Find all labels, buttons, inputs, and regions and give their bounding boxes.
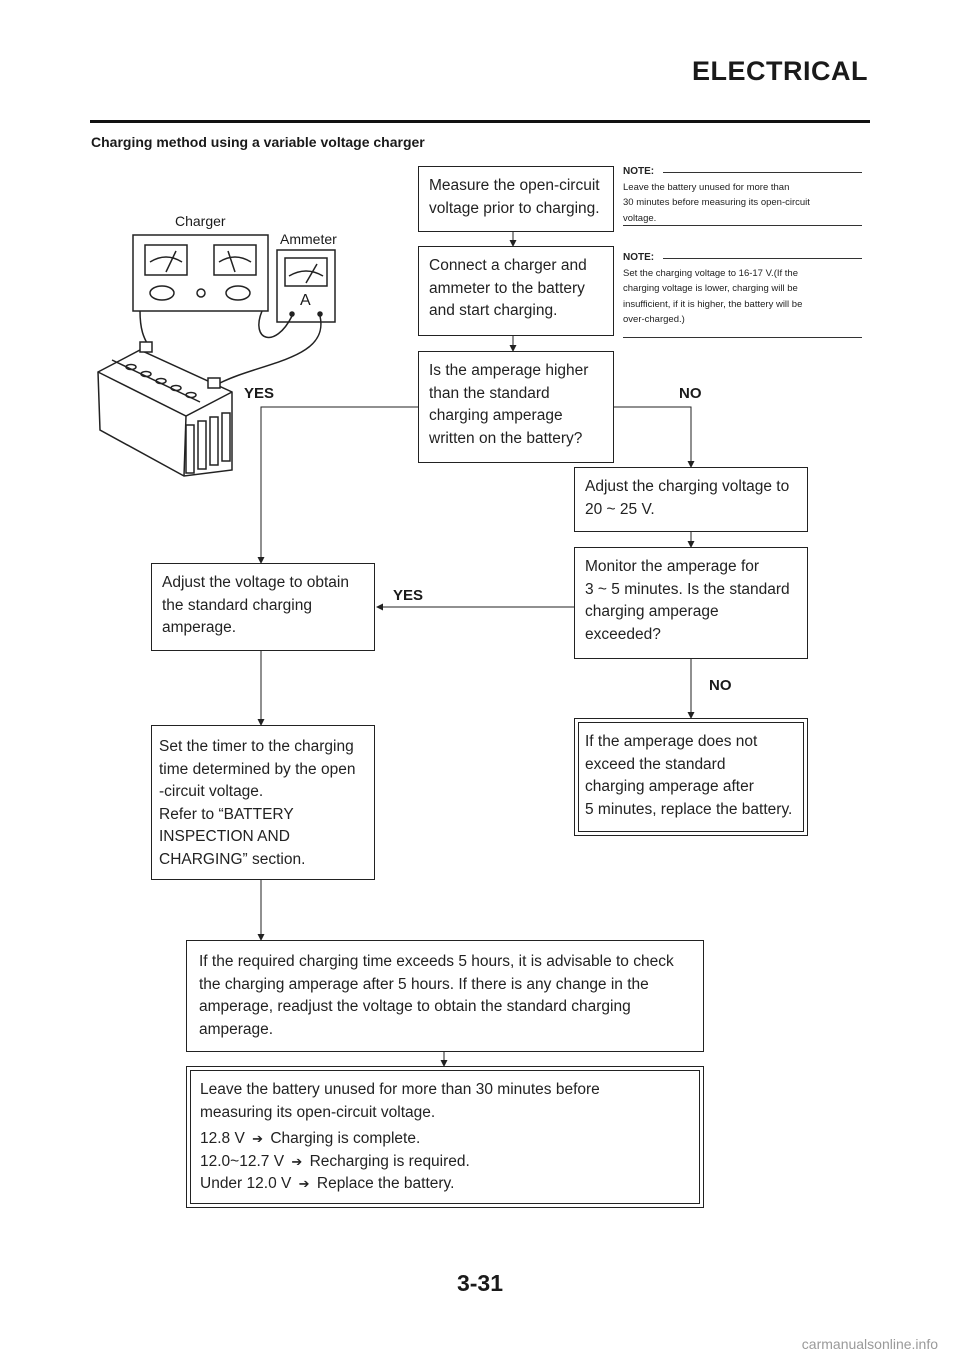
ammeter-label: Ammeter [280, 231, 337, 247]
step-monitor-amperage: Monitor the amperage for 3 ~ 5 minutes. … [574, 547, 808, 659]
result-voltage: 12.0~12.7 V [200, 1152, 285, 1170]
step-line: measuring its open-circuit voltage. [200, 1103, 436, 1121]
page-number: 3-31 [456, 1270, 504, 1296]
charger-illustration [132, 234, 269, 312]
step-measure-voltage: Measure the open-circuit voltage prior t… [418, 166, 614, 232]
right-arrow-icon: ➔ [298, 1176, 310, 1191]
branch-label-yes: YES [393, 587, 424, 604]
step-line: Refer to “BATTERY [159, 805, 294, 823]
step-line: CHARGING” section. [159, 850, 306, 868]
step-line: Set the timer to the charging [159, 738, 354, 755]
step-question-amperage: Is the amperage higher than the standard… [418, 351, 614, 463]
right-arrow-icon: ➔ [252, 1131, 264, 1146]
step-final-voltage-check: Leave the battery unused for more than 3… [186, 1066, 704, 1208]
step-set-timer: Set the timer to the charging time deter… [151, 725, 375, 880]
step-line: written on the battery? [429, 429, 583, 447]
step-line: time determined by the open [159, 760, 356, 778]
result-row: 12.0~12.7 V ➔ Recharging is required. [200, 1151, 690, 1174]
step-line: Is the amperage higher [429, 362, 589, 379]
branch-label-no: NO [679, 385, 702, 402]
note-line: charging voltage is lower, charging will… [623, 283, 798, 294]
step-line: charging amperage [585, 603, 719, 620]
step-line: voltage prior to charging. [429, 199, 600, 217]
result-voltage: 12.8 V [200, 1130, 245, 1147]
step-line: charging amperage after [585, 778, 754, 795]
step-required-time-check: If the required charging time exceeds 5 … [186, 940, 704, 1052]
note-rest-battery: NOTE: Leave the battery unused for more … [623, 164, 863, 226]
step-line: Measure the open-circuit [429, 177, 600, 194]
step-line: and start charging. [429, 302, 558, 319]
step-line: charging amperage [429, 407, 563, 424]
step-line: Adjust the voltage to obtain [162, 574, 349, 591]
step-adjust-obtain-standard: Adjust the voltage to obtain the standar… [151, 563, 375, 651]
step-replace-battery: If the amperage does not exceed the stan… [574, 718, 808, 836]
step-line: If the amperage does not [585, 733, 758, 750]
note-rule [623, 225, 862, 226]
note-line: Set the charging voltage to 16-17 V.(If … [623, 267, 798, 279]
note-line: Leave the battery unused for more than [623, 181, 790, 193]
step-line: 3 ~ 5 minutes. Is the standard [585, 580, 790, 598]
step-line: INSPECTION AND [159, 828, 290, 845]
note-line: over-charged.) [623, 314, 685, 325]
note-line: 30 minutes before measuring its open-cir… [623, 197, 810, 208]
header-rule [90, 120, 870, 123]
branch-label-no: NO [709, 677, 732, 694]
right-arrow-icon: ➔ [291, 1153, 303, 1169]
result-row: 12.8 V ➔ Charging is complete. [200, 1128, 690, 1151]
step-line: ammeter to the battery [429, 279, 585, 297]
step-line: 5 minutes, replace the battery. [585, 800, 793, 818]
step-adjust-20-25v: Adjust the charging voltage to 20 ~ 25 V… [574, 467, 808, 532]
step-line: Monitor the amperage for [585, 558, 760, 575]
step-line: -circuit voltage. [159, 783, 264, 800]
note-rule [663, 172, 862, 173]
step-line: the standard charging [162, 596, 312, 614]
step-connect-charger: Connect a charger and ammeter to the bat… [418, 246, 614, 336]
result-text: Recharging is required. [309, 1152, 470, 1170]
step-line: 20 ~ 25 V. [585, 500, 655, 518]
step-line: than the standard [429, 384, 550, 402]
charger-label: Charger [175, 213, 226, 229]
step-line: amperage, readjust the voltage to obtain… [199, 998, 631, 1015]
step-line: If the required charging time exceeds 5 … [199, 953, 674, 970]
note-line: voltage. [623, 212, 657, 224]
note-rule [623, 337, 862, 338]
note-label: NOTE: [623, 252, 655, 263]
step-line: Connect a charger and [429, 257, 587, 274]
result-voltage: Under 12.0 V [200, 1175, 292, 1192]
step-line: amperage. [199, 1020, 274, 1038]
note-label: NOTE: [623, 166, 655, 177]
ammeter-illustration [276, 249, 336, 323]
step-line: exceed the standard [585, 755, 726, 773]
battery-illustration [97, 341, 233, 477]
ammeter-glyph: A [300, 292, 311, 309]
note-charging-voltage: NOTE: Set the charging voltage to 16-17 … [623, 250, 863, 328]
result-row: Under 12.0 V ➔ Replace the battery. [200, 1173, 690, 1196]
result-text: Replace the battery. [316, 1175, 455, 1192]
step-line: Adjust the charging voltage to [585, 478, 790, 495]
watermark-text: carmanualsonline.info [801, 1336, 938, 1352]
section-title: Charging method using a variable voltage… [91, 134, 425, 150]
branch-label-yes: YES [244, 385, 275, 402]
note-line: insufficient, if it is higher, the batte… [623, 298, 803, 310]
note-rule [663, 258, 862, 259]
step-line: amperage. [162, 619, 237, 636]
step-line: exceeded? [585, 625, 661, 643]
step-line: the charging amperage after 5 hours. If … [199, 975, 649, 993]
page-header-title: ELECTRICAL [692, 56, 868, 86]
step-line: Leave the battery unused for more than 3… [200, 1081, 600, 1098]
result-text: Charging is complete. [270, 1130, 421, 1147]
